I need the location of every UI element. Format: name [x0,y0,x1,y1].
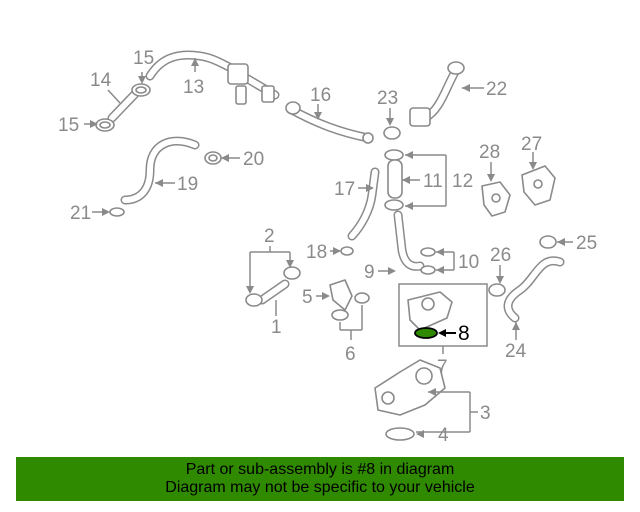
callout-19: 19 [177,174,198,195]
callout-12: 12 [452,171,473,192]
part-24-hose [503,256,565,323]
part-17-pipe [347,167,380,241]
callout-4: 4 [438,425,449,446]
part-12-clamp-upper [384,149,404,161]
part-12-clamp-lower [384,199,404,211]
callout-2: 2 [264,226,275,247]
callout-labels: 13 14 15 15 16 19 20 21 22 23 11 12 17 1… [58,48,597,446]
part-14-hose [107,89,140,123]
callout-16: 16 [310,85,331,106]
callout-15-upper: 15 [133,48,154,69]
callout-20: 20 [243,149,264,170]
callout-10: 10 [458,252,479,273]
part-23-o-ring [383,126,401,140]
callout-28: 28 [479,142,500,163]
part-13-coolant-pipe [145,50,280,105]
part-19-hose [120,136,200,205]
part-1-hose [257,279,290,305]
callout-13: 13 [183,77,204,98]
callout-18: 18 [306,242,327,263]
part-18-ring [340,246,354,256]
callout-17: 17 [334,179,355,200]
part-7-housing-box [398,283,488,347]
callout-24: 24 [505,341,527,362]
part-22-pipe-bracket [409,61,465,127]
callout-8-highlighted: 8 [458,322,470,345]
callout-14: 14 [90,70,112,91]
part-15-clamp-upper [131,83,151,97]
callout-1: 1 [271,317,282,338]
part-10-rings [420,247,436,275]
part-11-hose [387,159,403,199]
part-2-clamp-left [245,293,263,307]
callout-27: 27 [521,134,542,155]
part-5-elbow [329,279,353,311]
part-2-clamp-right [283,266,301,280]
callout-leaders [84,58,573,438]
part-27-housing [521,165,556,206]
part-15-clamp-lower [95,118,115,132]
part-info-banner: Part or sub-assembly is #8 in diagram Di… [16,457,624,501]
callout-8-leader [438,329,456,337]
callout-15-lower: 15 [58,115,79,136]
callout-22: 22 [486,79,507,100]
part-26-clamp [488,283,506,297]
banner-line-2: Diagram may not be specific to your vehi… [165,479,475,496]
callout-9: 9 [364,262,375,283]
callout-21: 21 [70,203,91,224]
part-4-gasket [385,427,415,441]
part-6-clamps [331,292,370,321]
callout-5: 5 [302,287,313,308]
part-9-pipe [393,210,425,271]
part-21-ring [109,207,125,217]
banner-line-1: Part or sub-assembly is #8 in diagram [185,461,455,478]
parts-diagram: 13 14 15 15 16 19 20 21 22 23 11 12 17 1… [58,48,597,446]
callout-11: 11 [423,171,443,192]
part-20-clamp [204,151,222,165]
part-28-housing [481,181,511,217]
callout-25: 25 [576,233,597,254]
callout-23: 23 [377,88,398,109]
part-8-gasket-highlighted [414,327,438,339]
callout-26: 26 [490,245,511,266]
callout-6: 6 [345,344,356,365]
part-3-pump-housing [374,359,446,416]
callout-7: 7 [437,357,448,378]
callout-3: 3 [480,403,491,424]
part-16-pipe [285,101,374,144]
part-25-clamp [539,235,557,249]
